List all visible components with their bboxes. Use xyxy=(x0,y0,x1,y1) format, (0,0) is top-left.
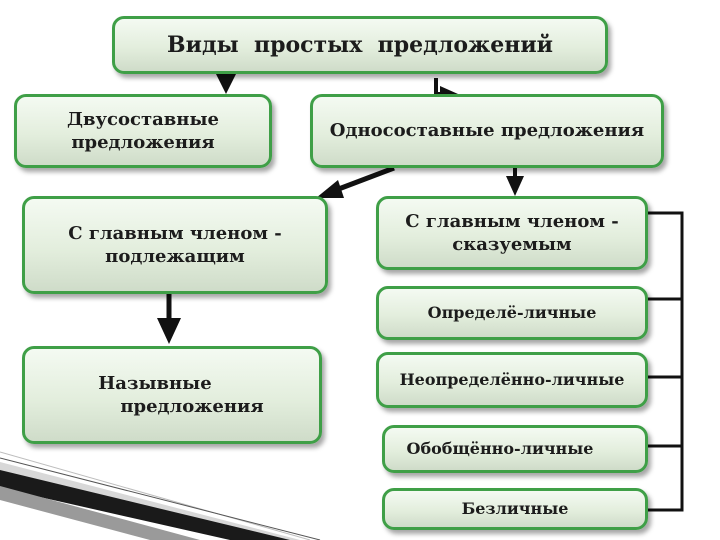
definite-personal-box: Определё-личные xyxy=(376,286,648,340)
indefinite-personal-text: Неопределённо-личные xyxy=(399,369,625,389)
nominative-box: Назывные предложения xyxy=(22,346,322,444)
title-text: Виды простых предложений xyxy=(167,31,553,58)
nominative-line-2: предложения xyxy=(120,396,264,417)
subject-main-box: С главным членом - подлежащим xyxy=(22,196,328,294)
predicate-main-line-2: сказуемым xyxy=(452,234,572,255)
arrow-one-part-to-subject xyxy=(335,165,395,193)
predicate-main-line-1: С главным членом - xyxy=(405,210,619,232)
definite-personal-text: Определё-личные xyxy=(427,302,597,322)
one-part-box: Односоставные предложения xyxy=(310,94,664,168)
impersonal-text: Безличные xyxy=(461,498,569,518)
impersonal-box: Безличные xyxy=(382,488,648,530)
two-part-line-2: предложения xyxy=(71,132,215,153)
arrowhead-title-to-two-part xyxy=(214,70,238,94)
arrowhead-subject-to-nominative xyxy=(157,318,181,344)
two-part-line-1: Двусоставные xyxy=(67,108,219,130)
subject-main-line-2: подлежащим xyxy=(105,246,245,267)
indefinite-personal-box: Неопределённо-личные xyxy=(376,352,648,408)
generalized-personal-text: Обобщённо-личные xyxy=(406,438,594,458)
arrowhead-one-part-to-subject xyxy=(316,180,344,198)
title-box: Виды простых предложений xyxy=(112,16,608,74)
predicate-main-box: С главным членом - сказуемым xyxy=(376,196,648,270)
bracket-right xyxy=(648,211,684,512)
generalized-personal-box: Обобщённо-личные xyxy=(382,425,648,473)
arrowhead-one-part-to-predicate xyxy=(506,176,524,196)
nominative-line-1: Назывные xyxy=(98,372,212,394)
subject-main-line-1: С главным членом - xyxy=(68,222,282,244)
two-part-box: Двусоставные предложения xyxy=(14,94,272,168)
one-part-text: Односоставные предложения xyxy=(329,120,645,142)
